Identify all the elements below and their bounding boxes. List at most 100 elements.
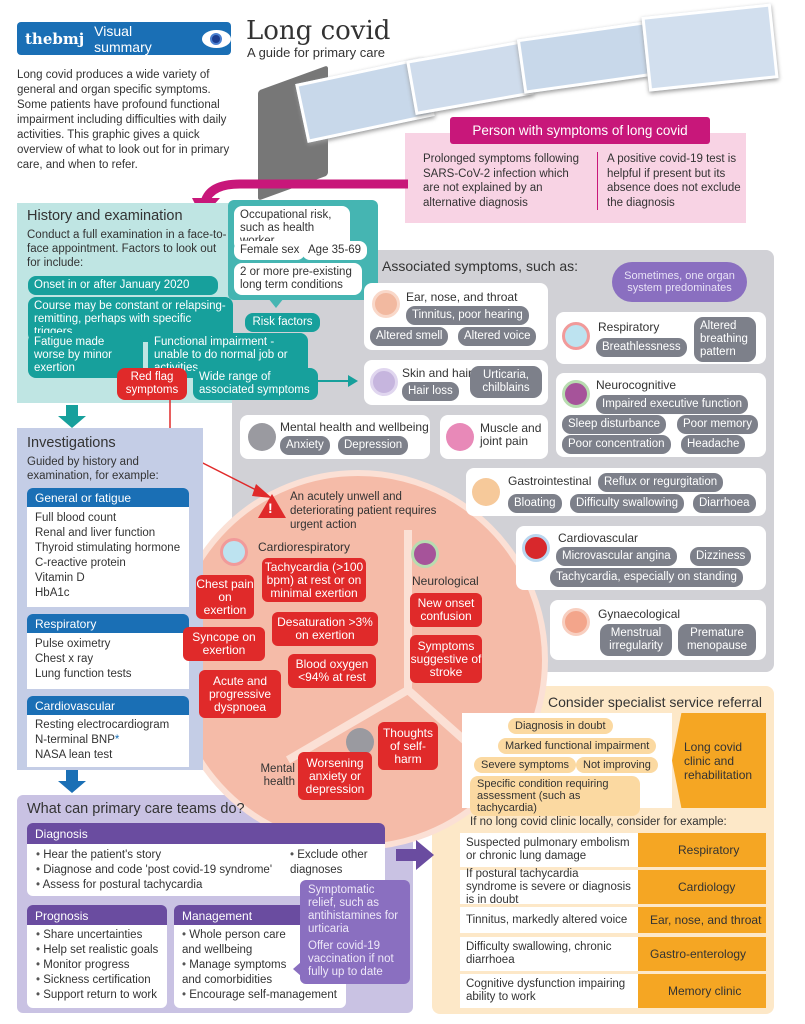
prognosis-header: Prognosis <box>27 905 167 927</box>
referral-reason: Tinnitus, markedly altered voice <box>460 907 638 933</box>
referral-service-ent[interactable]: Ear, nose, and throat <box>638 907 766 933</box>
symptom-headache: Headache <box>681 435 746 454</box>
criterion-doubt: Diagnosis in doubt <box>508 718 613 734</box>
investigations-title: Investigations <box>27 435 116 451</box>
factor-risk-factors[interactable]: Risk factors <box>245 313 320 332</box>
arrow-to-symptoms <box>318 375 358 387</box>
inv-group-cardiovascular: Cardiovascular <box>27 696 189 716</box>
referral-title: Consider specialist service referral <box>548 694 762 710</box>
diagnosis-header: Diagnosis <box>27 823 385 845</box>
cloud-icon <box>248 423 276 451</box>
callout-pointer <box>293 962 301 976</box>
risk-female: Female sex <box>234 241 306 260</box>
referral-reason: Difficulty swallowing, chronic diarrhoea <box>460 937 638 971</box>
inv-item: Renal and liver function <box>35 527 156 539</box>
referral-service-cardiology[interactable]: Cardiology <box>638 870 766 904</box>
management-list: Whole person care and wellbeing Manage s… <box>182 928 342 1003</box>
criterion-severe: Severe symptoms <box>474 757 577 773</box>
symptom-angina: Microvascular angina <box>556 547 677 566</box>
redflag-desaturation: Desaturation >3% on exertion <box>272 612 378 646</box>
inv-item: Chest x ray <box>35 653 94 665</box>
redflag-syncope: Syncope on exertion <box>183 627 265 661</box>
muscle-title: Muscle and joint pain <box>480 421 542 448</box>
gut-icon <box>472 478 500 506</box>
red-flag-warning: An acutely unwell and deteriorating pati… <box>290 491 437 531</box>
referral-service-gastro[interactable]: Gastro-enterology <box>638 937 766 971</box>
illustration-photo <box>641 3 779 92</box>
criterion-specific: Specific condition requiring assessment … <box>470 776 640 816</box>
brain-icon <box>411 540 439 568</box>
mental-redflag-title: Mental health <box>260 763 295 788</box>
inv-item-text: N-terminal BNP <box>35 734 115 746</box>
eye-icon <box>201 29 231 48</box>
prognosis-list: Share uncertainties Help set realistic g… <box>36 928 158 1003</box>
redflag-confusion: New onset confusion <box>410 593 482 627</box>
inv-item: Lung function tests <box>35 668 132 680</box>
prognosis-item: Support return to work <box>36 988 158 1003</box>
gi-title: Gastrointestinal <box>508 474 592 488</box>
referral-reason: Cognitive dysfunction impairing ability … <box>460 974 638 1008</box>
symptom-executive: Impaired executive function <box>596 395 748 414</box>
mental-title: Mental health and wellbeing <box>280 420 429 434</box>
intro-text: Long covid produces a wide variety of ge… <box>17 69 230 171</box>
management-callout: Symptomatic relief, such as antihistamin… <box>300 880 410 984</box>
referral-reason: If postural tachycardia syndrome is seve… <box>460 868 638 906</box>
management-item: Encourage self-management <box>182 988 342 1003</box>
heart-icon <box>522 534 550 562</box>
person-test-note: A positive covid-19 test is helpful if p… <box>607 153 741 209</box>
primary-care-title: What can primary care teams do? <box>27 801 245 817</box>
symptom-reflux: Reflux or regurgitation <box>598 473 724 492</box>
redflag-worsening: Worsening anxiety or depression <box>298 752 372 800</box>
redflag-stroke: Symptoms suggestive of stroke <box>410 635 482 683</box>
neuro-redflag-title: Neurological <box>412 574 479 588</box>
management-item: Whole person care and wellbeing <box>182 928 292 958</box>
lungs-icon <box>220 538 248 566</box>
head-icon <box>372 290 400 318</box>
prognosis-item: Help set realistic goals <box>36 943 158 958</box>
redflag-oxygen: Blood oxygen <94% at rest <box>288 654 376 688</box>
prognosis-item: Sickness certification <box>36 973 158 988</box>
symptoms-title: Associated symptoms, such as: <box>382 258 579 274</box>
inv-group-respiratory: Respiratory <box>27 614 189 634</box>
risk-popup-pointer <box>268 298 284 308</box>
factor-associated[interactable]: Wide range of associated symptoms <box>193 368 318 400</box>
symptom-voice: Altered voice <box>458 327 537 346</box>
diagnosis-list: Hear the patient's story Diagnose and co… <box>36 848 272 893</box>
warning-icon-mark: ! <box>268 500 273 516</box>
inv-item: Resting electrocardiogram <box>35 719 170 731</box>
inv-item: N-terminal BNP* <box>35 733 181 748</box>
page-subtitle: A guide for primary care <box>247 45 386 60</box>
arrow-to-referral <box>396 840 434 870</box>
inv-item: Vitamin D <box>35 572 85 584</box>
inv-item: Full blood count <box>35 512 117 524</box>
callout-vaccination: Offer covid-19 vaccination if not fully … <box>308 940 394 978</box>
symptom-memory: Poor memory <box>677 415 759 434</box>
factor-onset: Onset in or after January 2020 <box>28 276 218 295</box>
symptom-menopause: Premature menopause <box>678 624 756 656</box>
cardioresp-title: Cardiorespiratory <box>258 540 351 554</box>
management-item: Manage symptoms and comorbidities <box>182 958 292 988</box>
referral-service-respiratory[interactable]: Respiratory <box>638 833 766 867</box>
uterus-icon <box>562 608 590 636</box>
person-definition: Prolonged symptoms following SARS-CoV-2 … <box>423 153 579 209</box>
prognosis-item: Monitor progress <box>36 958 158 973</box>
history-title: History and examination <box>27 208 183 224</box>
redflag-self-harm: Thoughts of self-harm <box>378 722 438 770</box>
gyn-title: Gynaecological <box>598 607 681 621</box>
factor-red-flag[interactable]: Red flag symptoms <box>117 368 187 400</box>
symptom-urticaria: Urticaria, chilblains <box>470 366 542 398</box>
symptom-sleep: Sleep disturbance <box>562 415 667 434</box>
referral-service-memory[interactable]: Memory clinic <box>638 974 766 1008</box>
inv-item: HbA1c <box>35 587 70 599</box>
page-title: Long covid <box>246 16 391 46</box>
arrow-down-icon-head <box>58 416 86 428</box>
neuro-title: Neurocognitive <box>596 378 677 392</box>
history-intro: Conduct a full examination in a face-to-… <box>27 229 227 269</box>
badge-label: Visual summary <box>94 22 152 55</box>
muscle-icon <box>446 423 474 451</box>
redflag-tachycardia: Tachycardia (>100 bpm) at rest or on min… <box>262 558 366 602</box>
arrow-down-icon <box>66 770 78 782</box>
redflag-chest-pain: Chest pain on exertion <box>196 575 254 619</box>
symptoms-note: Sometimes, one organ system predominates <box>612 262 747 302</box>
